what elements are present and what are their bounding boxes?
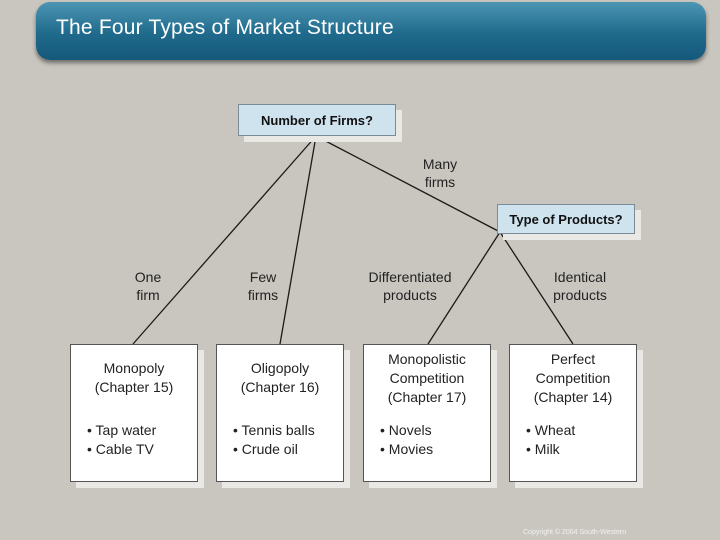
label-differentiated-products: Differentiated products bbox=[368, 269, 452, 303]
copyright-notice: Copyright © 2004 South-Western bbox=[523, 529, 627, 536]
type-of-products-question: Type of Products? bbox=[497, 204, 635, 234]
monopolistic-competition-title: Monopolistic Competition (Chapter 17) bbox=[387, 350, 467, 405]
perfect-competition-examples: • Wheat • Milk bbox=[526, 421, 575, 459]
example-item: • Crude oil bbox=[233, 441, 298, 457]
example-item: • Wheat bbox=[526, 422, 576, 438]
label-few-firms: Few firms bbox=[247, 269, 279, 303]
line-to-oligopoly bbox=[279, 135, 317, 345]
label-one-firm: One firm bbox=[134, 269, 162, 303]
monopolistic-competition-examples: • Novels • Movies bbox=[380, 421, 433, 459]
line-to-monopolistic-competition bbox=[427, 231, 501, 345]
monopoly-title: Monopoly (Chapter 15) bbox=[94, 360, 174, 395]
example-item: • Novels bbox=[380, 422, 432, 438]
monopoly-card: Monopoly (Chapter 15) • Tap water • Cabl… bbox=[70, 344, 198, 482]
example-item: • Tennis balls bbox=[233, 422, 315, 438]
line-to-perfect-competition bbox=[499, 231, 574, 345]
monopoly-examples: • Tap water • Cable TV bbox=[87, 421, 156, 459]
label-identical-products: Identical products bbox=[553, 269, 607, 303]
monopolistic-competition-card: Monopolistic Competition (Chapter 17) • … bbox=[363, 344, 491, 482]
title-bar bbox=[36, 2, 706, 60]
oligopoly-title: Oligopoly (Chapter 16) bbox=[240, 360, 320, 395]
example-item: • Movies bbox=[380, 441, 434, 457]
slide-title: The Four Types of Market Structure bbox=[56, 16, 394, 39]
example-item: • Milk bbox=[526, 441, 560, 457]
example-item: • Tap water bbox=[87, 422, 157, 438]
line-to-type-of-products bbox=[315, 135, 501, 233]
line-to-monopoly bbox=[132, 135, 317, 345]
oligopoly-examples: • Tennis balls • Crude oil bbox=[233, 421, 315, 459]
oligopoly-card: Oligopoly (Chapter 16) • Tennis balls • … bbox=[216, 344, 344, 482]
perfect-competition-title: Perfect Competition (Chapter 14) bbox=[533, 350, 613, 405]
example-item: • Cable TV bbox=[87, 441, 154, 457]
perfect-competition-card: Perfect Competition (Chapter 14) • Wheat… bbox=[509, 344, 637, 482]
number-of-firms-question: Number of Firms? bbox=[238, 104, 396, 136]
label-many-firms: Many firms bbox=[422, 156, 458, 190]
